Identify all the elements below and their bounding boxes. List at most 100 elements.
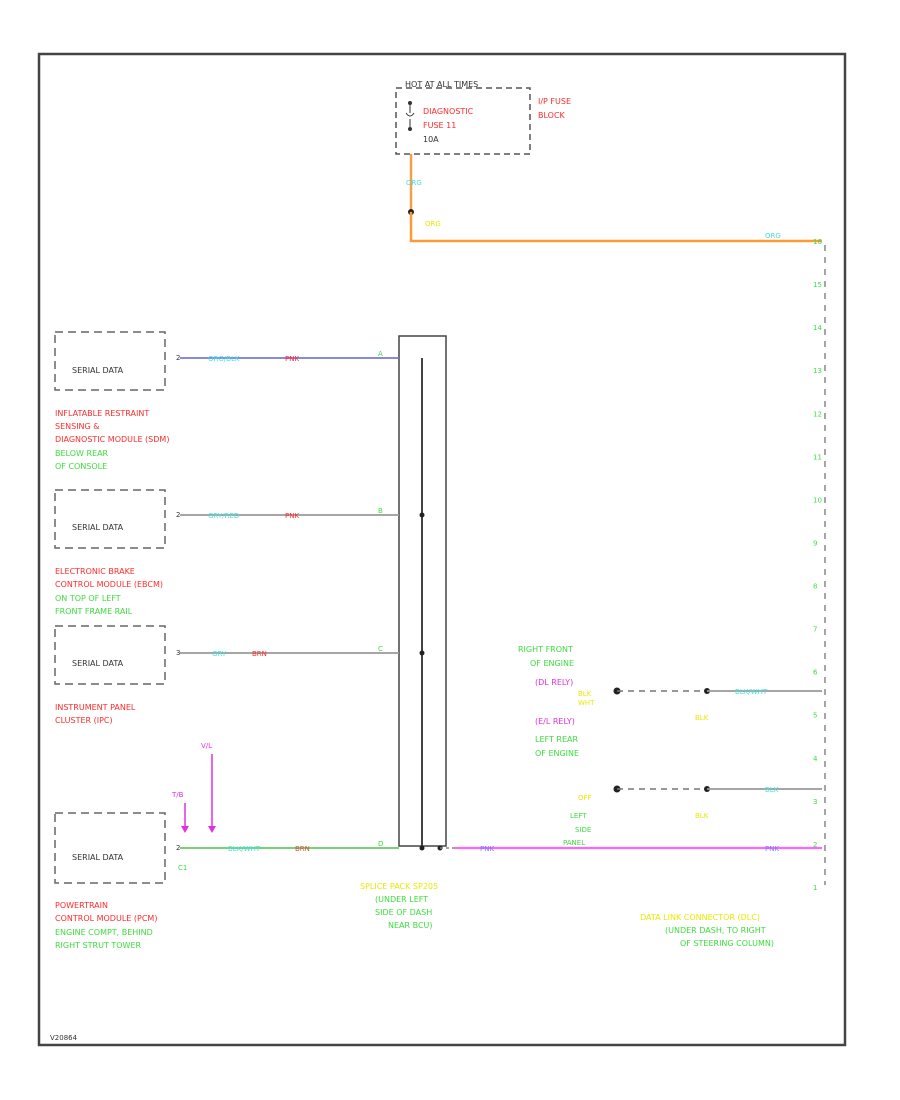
dlc-label-1: DATA LINK CONNECTOR (DLC) (640, 913, 760, 922)
module-pcm: SERIAL DATA 2 C1 BLK/WHT BRN D POWERTRAI… (54, 812, 399, 950)
gl-near-4: PANEL (563, 839, 585, 847)
ipc-name-2: CLUSTER (IPC) (55, 716, 113, 725)
gu-ref2: (E/L RELY) (535, 717, 575, 726)
diagram-id: V20864 (50, 1034, 78, 1042)
fuse-wire-small-code: ORG (406, 179, 422, 187)
fuse-block-label-2: BLOCK (538, 111, 566, 120)
sdm-loc-2: OF CONSOLE (55, 462, 107, 471)
gu-code-2: WHT (578, 699, 595, 707)
dlc-pin-11: 11 (813, 453, 822, 461)
splice-dot-c (419, 650, 425, 656)
ebcm-box-label: SERIAL DATA (72, 523, 124, 532)
splice-out-code: PNK (480, 845, 494, 853)
gu-ref1: (DL RELY) (535, 678, 573, 687)
gl-lbl-below: BLK (695, 812, 709, 820)
pcm-ref-1: T/B (171, 791, 184, 799)
sdm-box-label: SERIAL DATA (72, 366, 124, 375)
sdm-name-3: DIAGNOSTIC MODULE (SDM) (55, 435, 169, 444)
gu-code-1: BLK (578, 690, 592, 698)
splice-dot-b (419, 512, 425, 518)
dlc-pin-5: 5 (813, 712, 817, 720)
sdm-box (54, 331, 166, 391)
module-sdm: SERIAL DATA 2 ORG/BLK PNK A INFLATABLE R… (54, 331, 399, 471)
gu-loc1-b: OF ENGINE (530, 659, 574, 668)
gl-near-1: OFF (578, 794, 592, 802)
pcm-loc-1: ENGINE COMPT, BEHIND (55, 928, 153, 937)
dlc-pin-6: 6 (813, 669, 818, 677)
pcm-loc-2: RIGHT STRUT TOWER (55, 941, 142, 950)
ipc-box (54, 625, 166, 685)
fuse-box-outline (395, 87, 531, 155)
ipc-wire-code: GRY (212, 650, 227, 658)
pcm-name-2: CONTROL MODULE (PCM) (55, 914, 157, 923)
dlc-pin-9: 9 (813, 539, 817, 547)
pcm-name-1: POWERTRAIN (55, 901, 108, 910)
pcm-ref-2: V/L (201, 742, 212, 750)
dlc-pin-12: 12 (813, 410, 822, 418)
ipc-name-1: INSTRUMENT PANEL (55, 703, 136, 712)
gl-near-2: LEFT (570, 812, 587, 820)
sdm-name-2: SENSING & (55, 422, 100, 431)
pcm-pin: 2 (176, 844, 180, 852)
dlc-pin16-code: ORG (765, 232, 781, 240)
ground-upper-circuit: RIGHT FRONT OF ENGINE (DL RELY) BLK WHT … (518, 645, 822, 758)
dlc-label-3: OF STEERING COLUMN) (680, 939, 774, 948)
ebcm-name-2: CONTROL MODULE (EBCM) (55, 580, 163, 589)
ebcm-name-1: ELECTRONIC BRAKE (55, 567, 135, 576)
ipc-splice-pin: C (378, 645, 383, 653)
gu-wire-code: BLK/WHT (735, 688, 768, 696)
ipc-pin: 3 (176, 649, 180, 657)
splice-pack (398, 335, 447, 851)
dlc-label-2: (UNDER DASH, TO RIGHT (665, 926, 766, 935)
sdm-pin: 2 (176, 354, 180, 362)
ebcm-splice-pin: B (378, 507, 383, 515)
ebcm-loc-1: ON TOP OF LEFT (55, 594, 121, 603)
dlc-pin-8: 8 (813, 583, 817, 591)
pcm-splice-pin: D (378, 840, 383, 848)
splice-label-1: SPLICE PACK SP205 (360, 882, 438, 891)
gu-loc2-b: OF ENGINE (535, 749, 579, 758)
fuse-block: HOT AT ALL TIMES DIAGNOSTIC FUSE 11 10A … (395, 80, 571, 155)
fuse-line-3: 10A (423, 135, 439, 144)
splice-label-3: SIDE OF DASH (375, 908, 432, 917)
dlc-pin-14: 14 (813, 324, 822, 332)
dlc-pin-10: 10 (813, 496, 822, 504)
dlc-pin-3: 3 (813, 798, 817, 806)
pcm-wire-code: BLK/WHT (228, 845, 261, 853)
pcm-box-label: SERIAL DATA (72, 853, 124, 862)
sdm-splice-pin: A (378, 350, 383, 358)
dlc-pin-16: 16 (813, 238, 822, 246)
dlc-pin-7: 7 (813, 626, 817, 634)
sdm-name-1: INFLATABLE RESTRAINT (55, 409, 149, 418)
ipc-wire-color: BRN (252, 650, 267, 658)
gu-loc1-a: RIGHT FRONT (518, 645, 573, 654)
sdm-loc-1: BELOW REAR (55, 449, 109, 458)
dlc-pin-4: 4 (813, 755, 818, 763)
pcm-wire-color: BRN (295, 845, 310, 853)
dlc-pin-2: 2 (813, 841, 817, 849)
sdm-wire-code: ORG/BLK (208, 355, 240, 363)
dlc-pin-1: 1 (813, 884, 817, 892)
gl-near-3: SIDE (575, 826, 591, 834)
ebcm-wire-code: GRY/RED (208, 512, 239, 520)
splice-dot-d (419, 845, 425, 851)
fuse-symbol (405, 101, 415, 131)
pcm-ref-arrowhead-2 (208, 826, 216, 833)
ground-lower-circuit: BLK BLK OFF LEFT SIDE PANEL (563, 785, 822, 847)
sdm-wire-color: PNK (285, 355, 299, 363)
ebcm-wire-color: PNK (285, 512, 299, 520)
dlc-pin2-code: PNK (765, 845, 779, 853)
ebcm-box (54, 489, 166, 549)
orange-wire-code: ORG (425, 220, 441, 228)
ebcm-pin: 2 (176, 511, 180, 519)
dlc-pin-15: 15 (813, 281, 822, 289)
ipc-box-label: SERIAL DATA (72, 659, 124, 668)
gu-loc2-a: LEFT REAR (535, 735, 578, 744)
orange-wire-to-dlc (409, 212, 822, 243)
splice-label-2: (UNDER LEFT (375, 895, 428, 904)
fuse-line-2: FUSE 11 (423, 121, 456, 130)
splice-label-4: NEAR BCU) (388, 921, 433, 930)
module-ipc: SERIAL DATA 3 GRY BRN C INSTRUMENT PANEL… (54, 625, 399, 725)
